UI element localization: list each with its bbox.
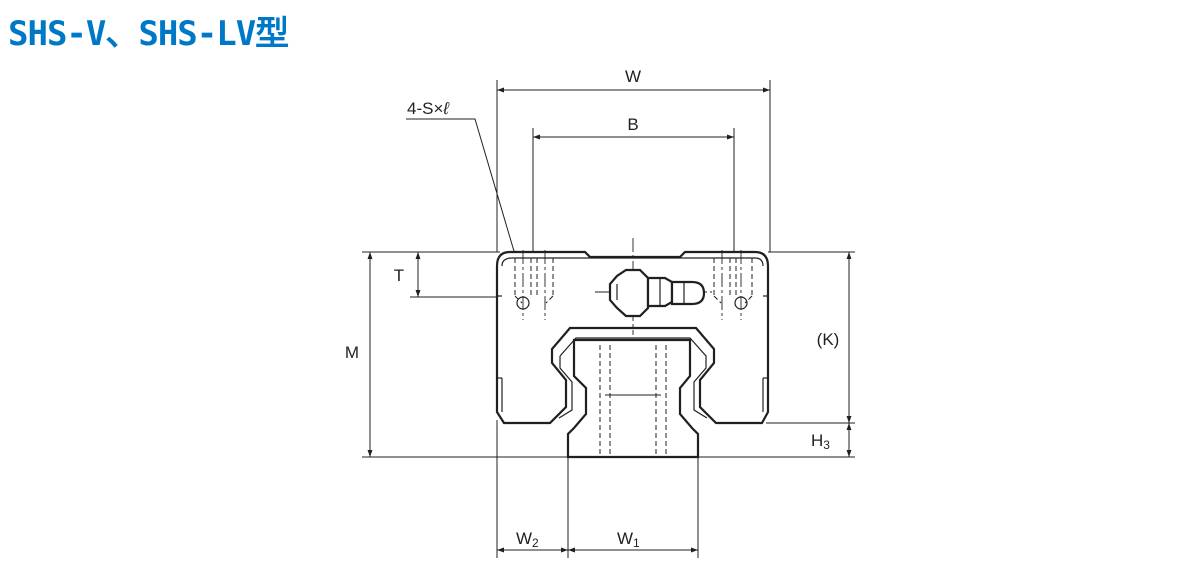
- label-w1-main: W: [617, 529, 633, 548]
- grease-nipple: [595, 238, 712, 335]
- label-holes-main: 4-S×: [407, 99, 443, 118]
- label-w2-main: W: [516, 529, 532, 548]
- label-m: M: [345, 343, 359, 362]
- label-holes-ell: ℓ: [442, 99, 449, 118]
- label-w: W: [625, 67, 641, 86]
- drawing-title: SHS-V、SHS-LV型: [8, 14, 289, 54]
- label-h3-main: H: [811, 431, 823, 450]
- mounting-hole-left: [514, 250, 554, 320]
- label-holes: 4-S×ℓ: [407, 99, 449, 118]
- label-b: B: [627, 115, 638, 134]
- label-w1-sub: 1: [633, 536, 640, 550]
- holes-leader: [406, 118, 517, 259]
- label-t: T: [394, 266, 404, 285]
- label-w1: W1: [617, 529, 640, 550]
- extension-lines: [362, 80, 855, 558]
- label-w2-sub: 2: [532, 536, 539, 550]
- label-w2: W2: [516, 529, 539, 550]
- label-h3: H3: [811, 431, 830, 452]
- mounting-hole-right: [713, 250, 753, 320]
- label-h3-sub: 3: [823, 438, 830, 452]
- label-k: (K): [817, 330, 840, 349]
- rail: [566, 338, 700, 459]
